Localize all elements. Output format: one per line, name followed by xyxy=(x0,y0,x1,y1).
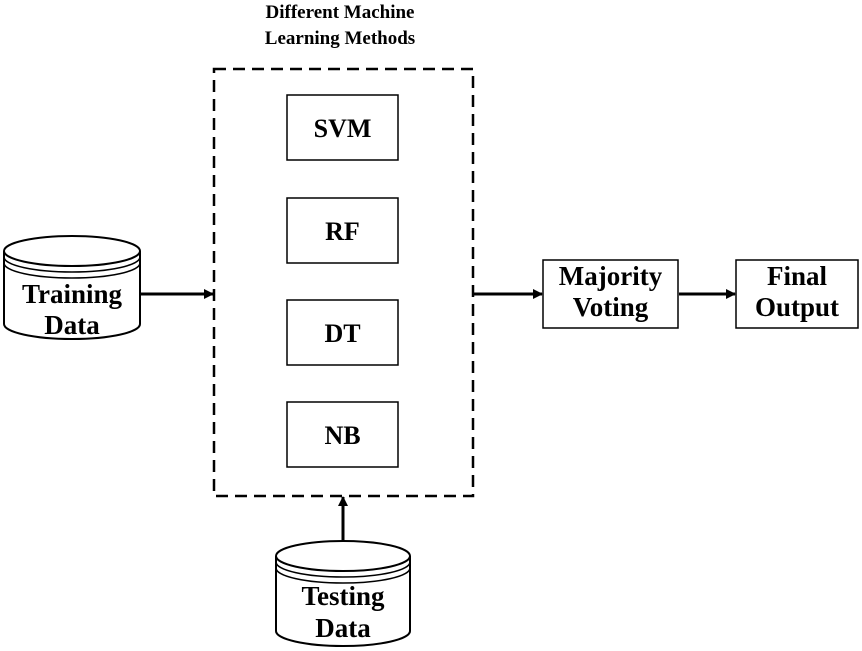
model-box-dt: DT xyxy=(286,299,399,366)
model-label: RF xyxy=(325,217,360,246)
majority-voting-line2: Voting xyxy=(573,292,649,322)
majority-voting-box: Majority Voting xyxy=(542,259,679,329)
training-data-cylinder: Training Data xyxy=(3,235,141,340)
training-data-line2: Data xyxy=(44,310,100,340)
training-data-line1: Training xyxy=(22,279,123,309)
model-box-svm: SVM xyxy=(286,94,399,161)
model-box-rf: RF xyxy=(286,197,399,264)
final-output-line2: Output xyxy=(755,292,839,322)
model-label: DT xyxy=(324,319,360,348)
model-label: SVM xyxy=(314,114,372,143)
group-title-line2: Learning Methods xyxy=(265,28,415,49)
testing-data-line1: Testing xyxy=(301,581,385,611)
testing-data-line2: Data xyxy=(315,613,371,643)
majority-voting-line1: Majority xyxy=(559,261,663,291)
model-label: NB xyxy=(324,421,360,450)
final-output-line1: Final xyxy=(767,261,828,291)
final-output-box: Final Output xyxy=(735,259,859,329)
testing-data-cylinder: Testing Data xyxy=(275,540,411,647)
group-title-line1: Different Machine xyxy=(266,2,415,23)
model-box-nb: NB xyxy=(286,401,399,468)
